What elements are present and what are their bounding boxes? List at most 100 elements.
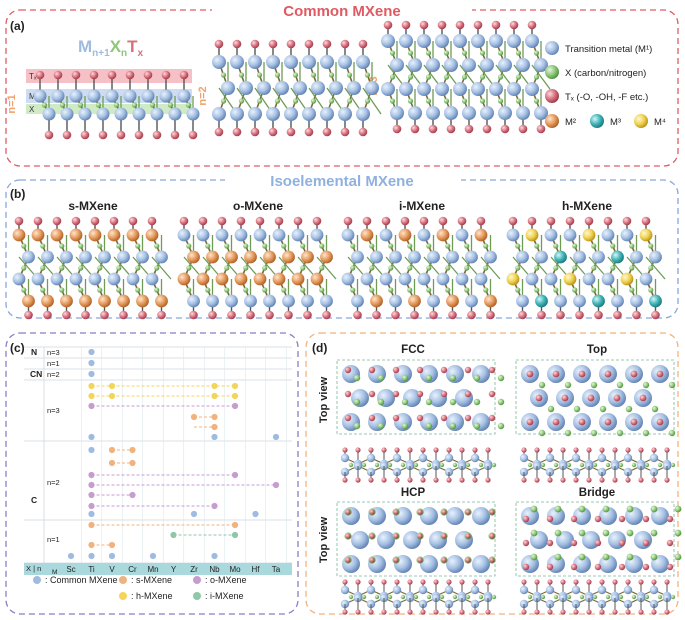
x-atom (534, 287, 540, 293)
x-atom (445, 265, 451, 271)
m3-atom (592, 294, 605, 308)
marker-o (211, 502, 218, 510)
tx-atom (651, 579, 657, 585)
x-atom (77, 102, 84, 108)
transition-metal-atom (244, 294, 257, 308)
marker-s (129, 459, 136, 467)
s-dot-icon (119, 576, 127, 584)
metal-atom (470, 585, 480, 595)
transition-metal-atom (630, 294, 643, 308)
tx-atom (604, 418, 612, 426)
tx-atom (286, 39, 296, 49)
x-atom (167, 102, 174, 108)
legend-common: : Common MXene (45, 575, 118, 585)
m2-atom (446, 294, 459, 308)
x-atom (642, 429, 650, 437)
transition-metal-atom (347, 81, 361, 95)
tx-atom (489, 557, 495, 563)
transition-metal-atom (284, 55, 298, 69)
x-atom (262, 243, 268, 249)
x-atom (369, 287, 375, 293)
transition-metal-atom (381, 34, 395, 48)
h-dot-icon (119, 592, 127, 600)
tx-atom (573, 609, 579, 615)
x-row-label: N (31, 347, 37, 357)
transition-metal-atom (212, 107, 226, 121)
tx-atom (578, 418, 586, 426)
tx-atom (472, 477, 478, 483)
legend-m2: M² (565, 117, 576, 128)
tx-atom (98, 130, 108, 140)
tx-atom (586, 579, 592, 585)
transition-metal-atom (248, 55, 262, 69)
tx-atom (437, 20, 447, 30)
transition-metal-atom (215, 228, 229, 242)
slab-n1 (33, 70, 200, 140)
transition-metal-atom (370, 250, 383, 264)
x-atom (631, 594, 637, 600)
transition-metal-atom (51, 89, 65, 103)
tx-atom (521, 447, 527, 453)
marker-h (231, 392, 239, 400)
m2-atom (291, 272, 305, 286)
marker-o (88, 502, 95, 510)
tx-atom (446, 124, 456, 134)
marker-s (211, 423, 218, 431)
transition-metal-atom (150, 107, 164, 121)
x-atom (300, 265, 306, 271)
x-atom (533, 50, 540, 56)
tx-atom (491, 20, 501, 30)
tx-atom (147, 216, 157, 226)
tx-atom (420, 447, 426, 453)
common-dot-icon (33, 576, 41, 584)
x-row-label: CN (30, 369, 42, 379)
transition-metal-atom (444, 106, 458, 120)
bridge-top-view-box (515, 501, 675, 577)
tx-atom (666, 563, 674, 571)
x-atom (553, 287, 559, 293)
x-atom (377, 422, 385, 430)
tx-atom (322, 39, 332, 49)
metal-atom (599, 555, 617, 573)
tx-atom (157, 310, 166, 320)
metal-atom (571, 585, 581, 595)
tx-atom (303, 310, 312, 320)
bond (645, 256, 666, 280)
m3-atom (611, 250, 624, 264)
grid-header-cell: X | n (26, 564, 41, 573)
transition-metal-atom (611, 294, 624, 308)
bond (531, 64, 551, 90)
tx-atom (368, 366, 376, 374)
tx-atom (429, 310, 438, 320)
x-atom (644, 462, 650, 468)
element-label-mn: Mn (147, 565, 158, 574)
tx-atom (433, 579, 439, 585)
tx-atom (250, 127, 260, 137)
m2-atom (282, 250, 295, 264)
transition-metal-atom (573, 250, 586, 264)
tx-atom (630, 418, 638, 426)
tx-atom (128, 216, 138, 226)
metal-atom (573, 507, 591, 525)
tx-atom (362, 216, 372, 226)
tx-atom (417, 533, 423, 539)
tx-atom (441, 533, 447, 539)
transition-metal-atom (554, 294, 567, 308)
tx-atom (642, 515, 650, 523)
x-atom (483, 265, 489, 271)
tx-atom (134, 130, 144, 140)
slab-n3 (381, 20, 551, 134)
tx-atom (526, 418, 534, 426)
n-row-label: n=1 (47, 535, 60, 544)
tx-atom (594, 515, 602, 523)
x-atom (449, 398, 457, 406)
structure-label-s: s-MXene (68, 199, 118, 213)
transition-metal-atom (293, 81, 307, 95)
tx-atom (472, 447, 478, 453)
x-atom (602, 529, 610, 537)
transition-metal-atom (126, 272, 140, 286)
tx-atom (547, 447, 553, 453)
tx-atom (664, 579, 670, 585)
marker-s (231, 521, 239, 529)
metal-atom (545, 453, 555, 463)
